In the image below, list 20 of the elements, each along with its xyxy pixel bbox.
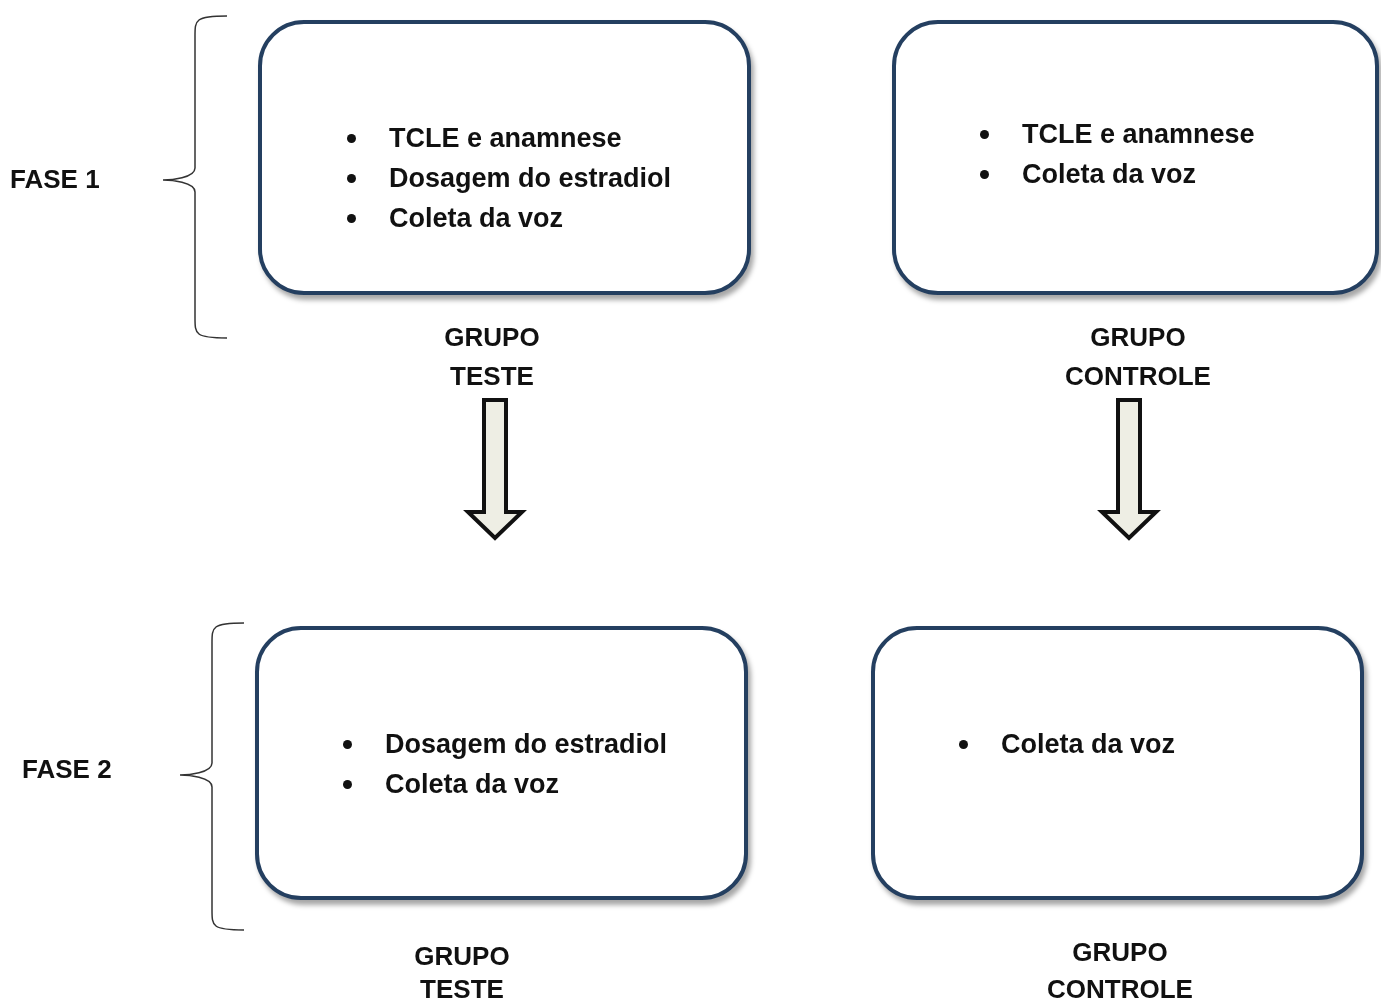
list-item: TCLE e anamnese (389, 123, 622, 153)
list-item: Dosagem do estradiol (389, 163, 672, 193)
list-item: Coleta da voz (1022, 159, 1197, 189)
list-item: TCLE e anamnese (1022, 119, 1255, 149)
block-arrow (463, 398, 527, 541)
list-item: Dosagem do estradiol (385, 729, 668, 759)
rounded-box (871, 626, 1364, 900)
group-caption: GRUPO CONTROLE (1046, 936, 1194, 1006)
rounded-box (892, 20, 1379, 295)
phase-label: FASE 2 (22, 754, 112, 785)
group-caption: GRUPO TESTE (413, 940, 511, 1006)
block-arrow (1097, 398, 1161, 541)
group-caption: GRUPO TESTE (443, 321, 541, 393)
rounded-box (255, 626, 748, 900)
group-caption: GRUPO CONTROLE (1064, 321, 1212, 393)
rounded-box (258, 20, 751, 295)
list-item: Coleta da voz (1001, 729, 1176, 759)
list-item: Coleta da voz (385, 769, 560, 799)
phase-label: FASE 1 (10, 164, 100, 195)
list-item: Coleta da voz (389, 203, 564, 233)
